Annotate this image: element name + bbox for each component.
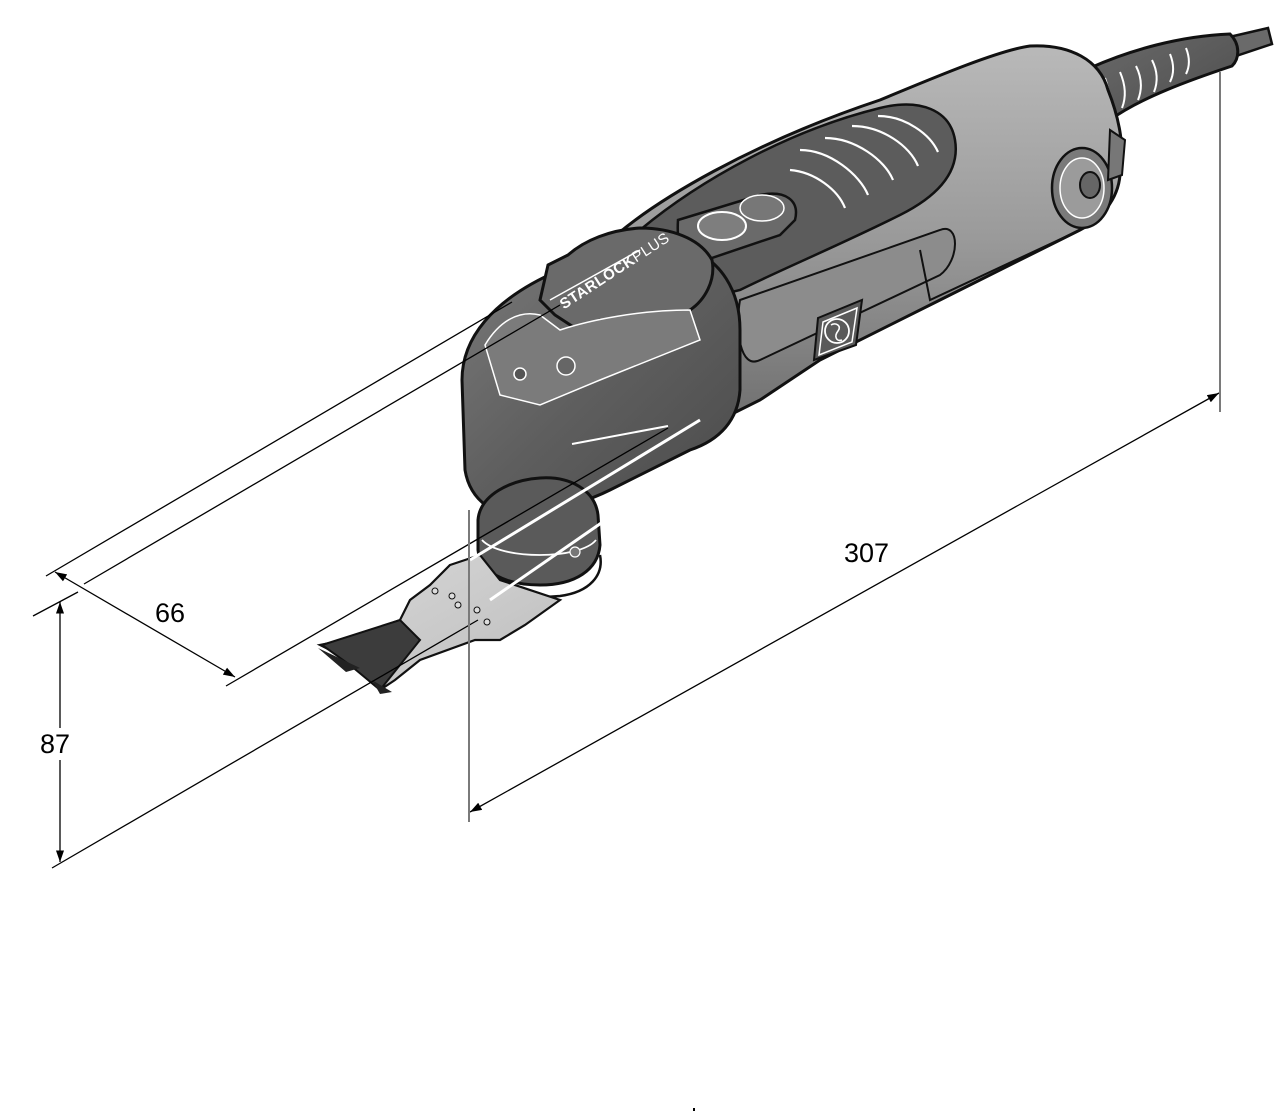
fein-logo-icon [812, 298, 864, 362]
extension-line [32, 591, 79, 617]
speed-switch [676, 192, 798, 264]
vertical-extension-lines [468, 72, 1221, 822]
grip-ribs [789, 114, 940, 209]
power-cord [1088, 26, 1274, 122]
dimension-66-line [54, 571, 236, 678]
extension-line [45, 301, 513, 577]
extension-line [83, 304, 561, 585]
dimension-height-label: 87 [40, 729, 71, 759]
dimension-width-label: 66 [155, 598, 186, 628]
stray-mark [693, 1108, 695, 1111]
dimension-307-line [469, 392, 1220, 813]
extension-line [51, 619, 479, 869]
speed-dial [1050, 128, 1127, 230]
multitool-illustration [316, 26, 1274, 694]
dimension-length-label: 307 [844, 538, 890, 568]
dimension-lines [32, 301, 1220, 869]
